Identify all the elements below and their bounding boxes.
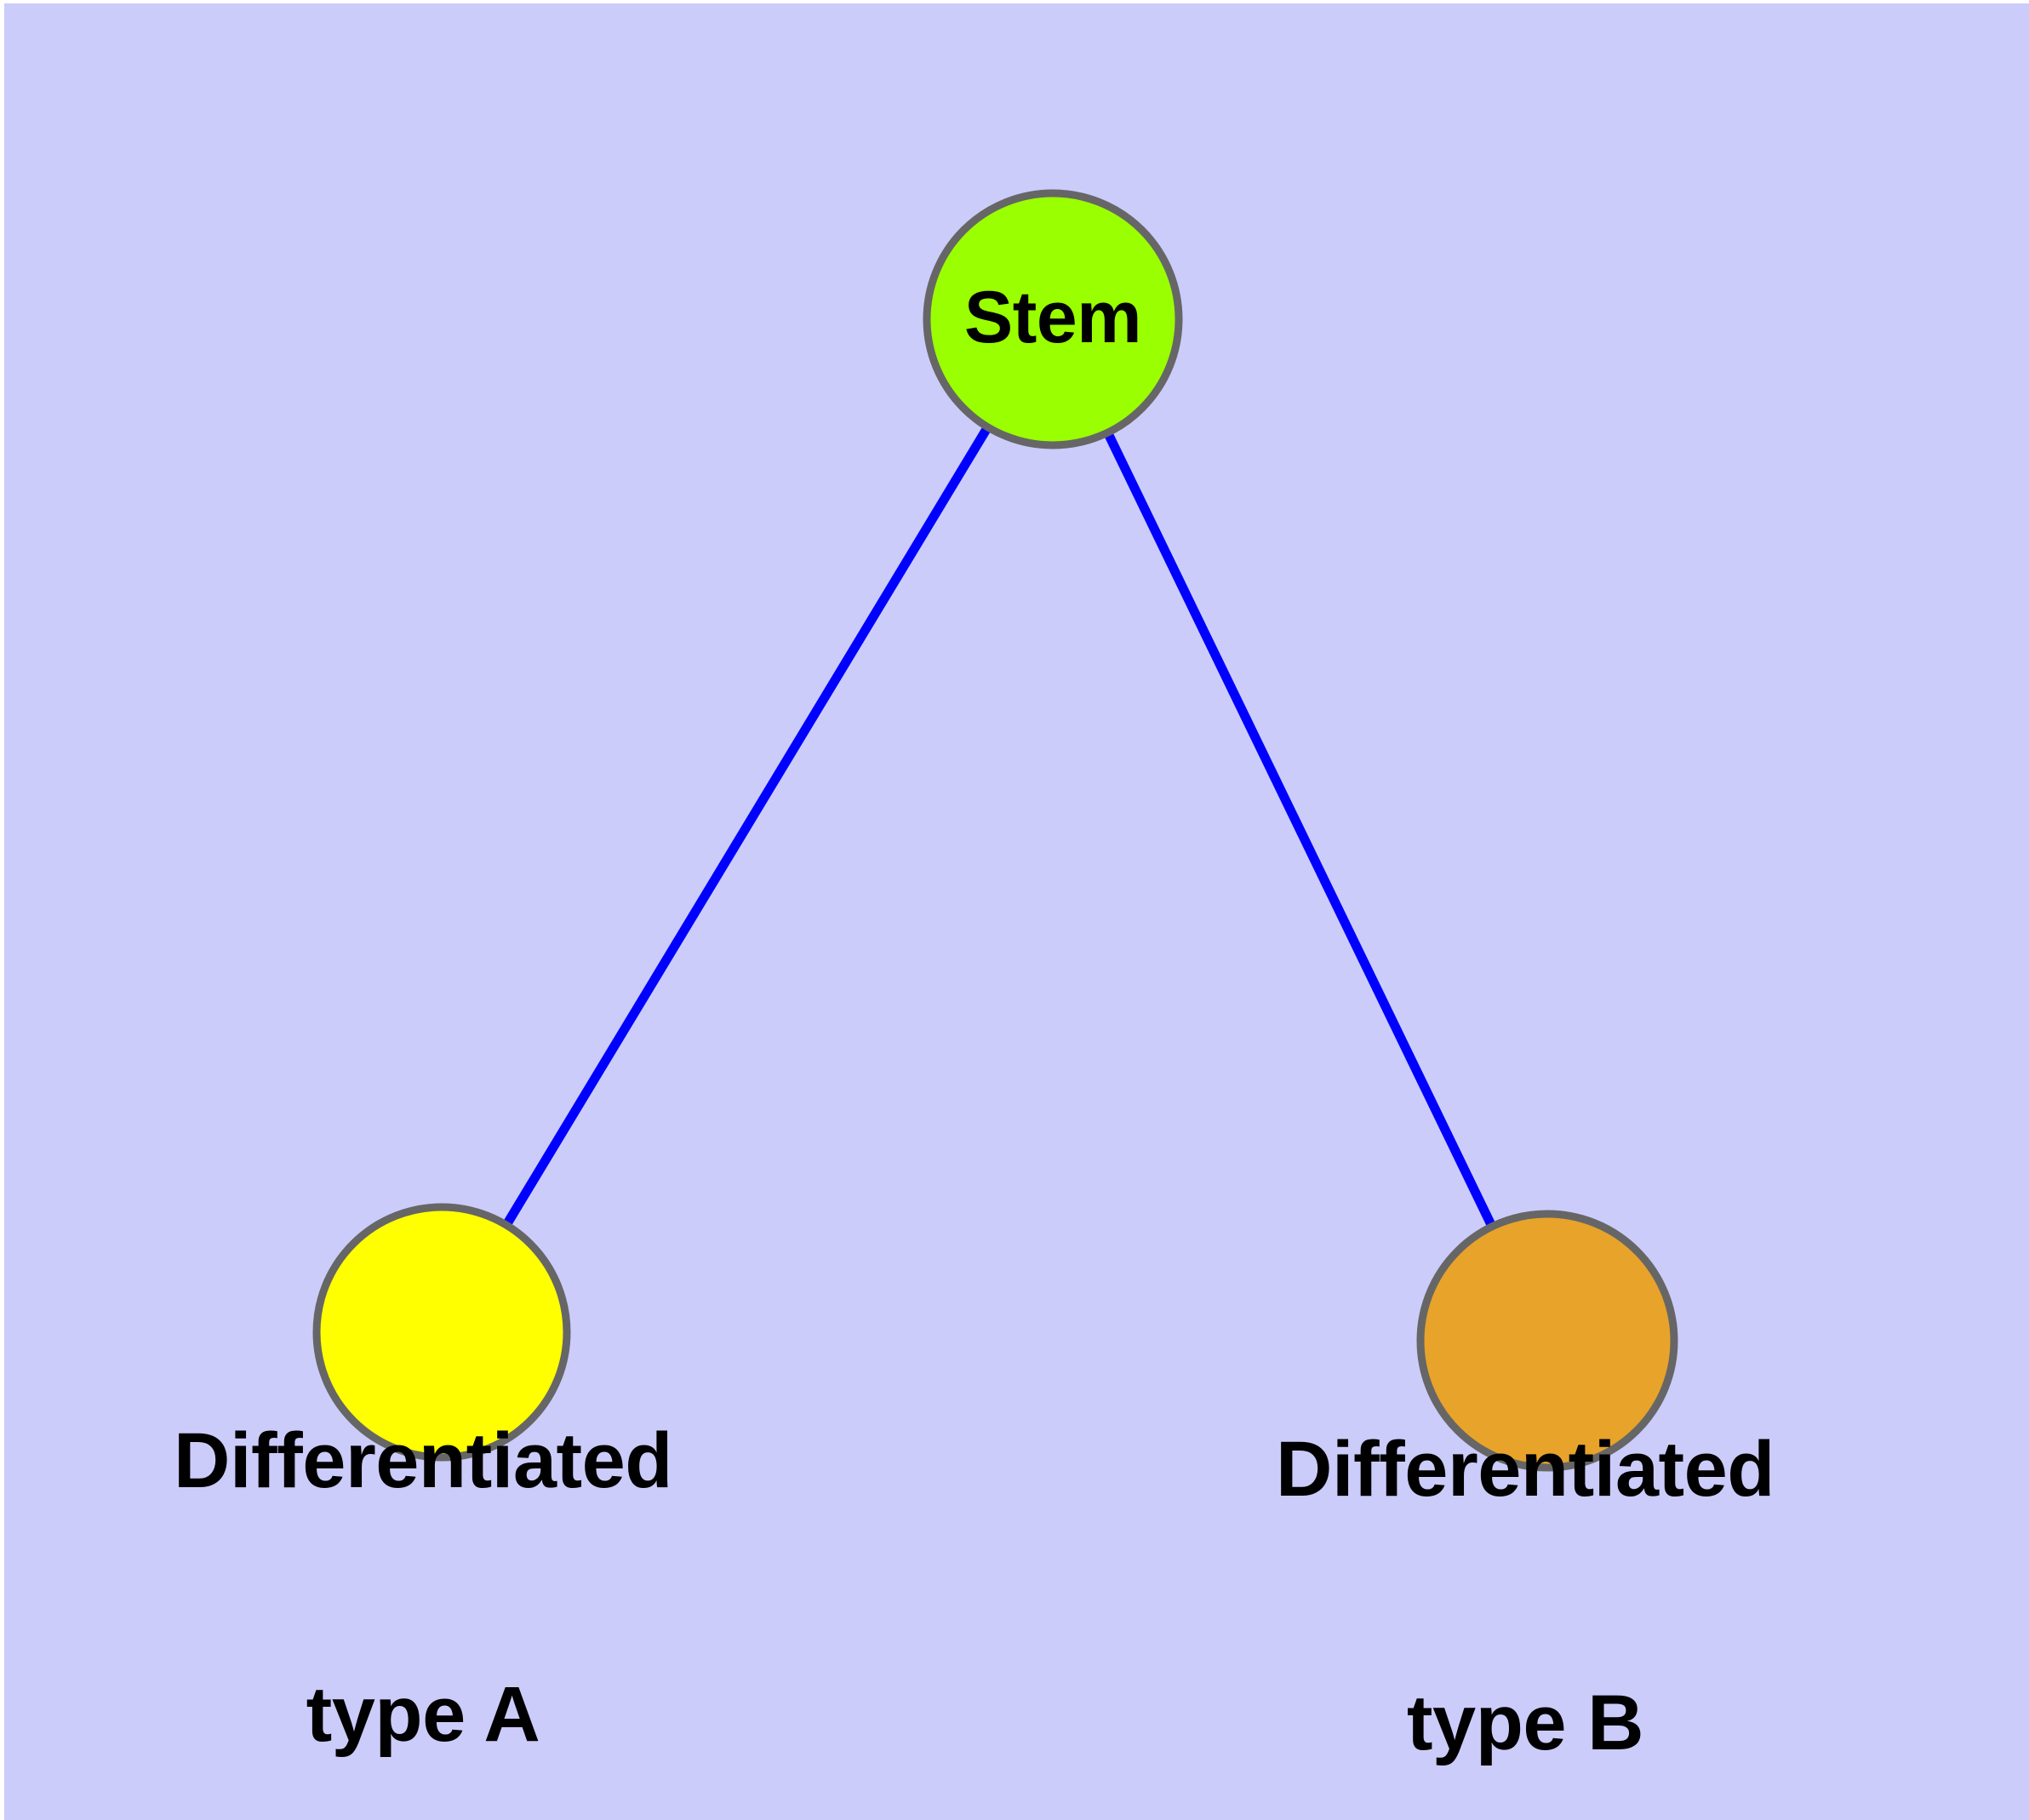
edge-stem-to-type-b — [1049, 317, 1552, 1343]
node-stem[interactable] — [923, 189, 1183, 449]
edge-layer — [437, 317, 1552, 1343]
node-differentiated-type-a[interactable] — [312, 1203, 571, 1462]
node-differentiated-type-b[interactable] — [1416, 1210, 1678, 1472]
node-layer — [312, 189, 1678, 1472]
edge-stem-to-type-a — [437, 317, 1057, 1335]
